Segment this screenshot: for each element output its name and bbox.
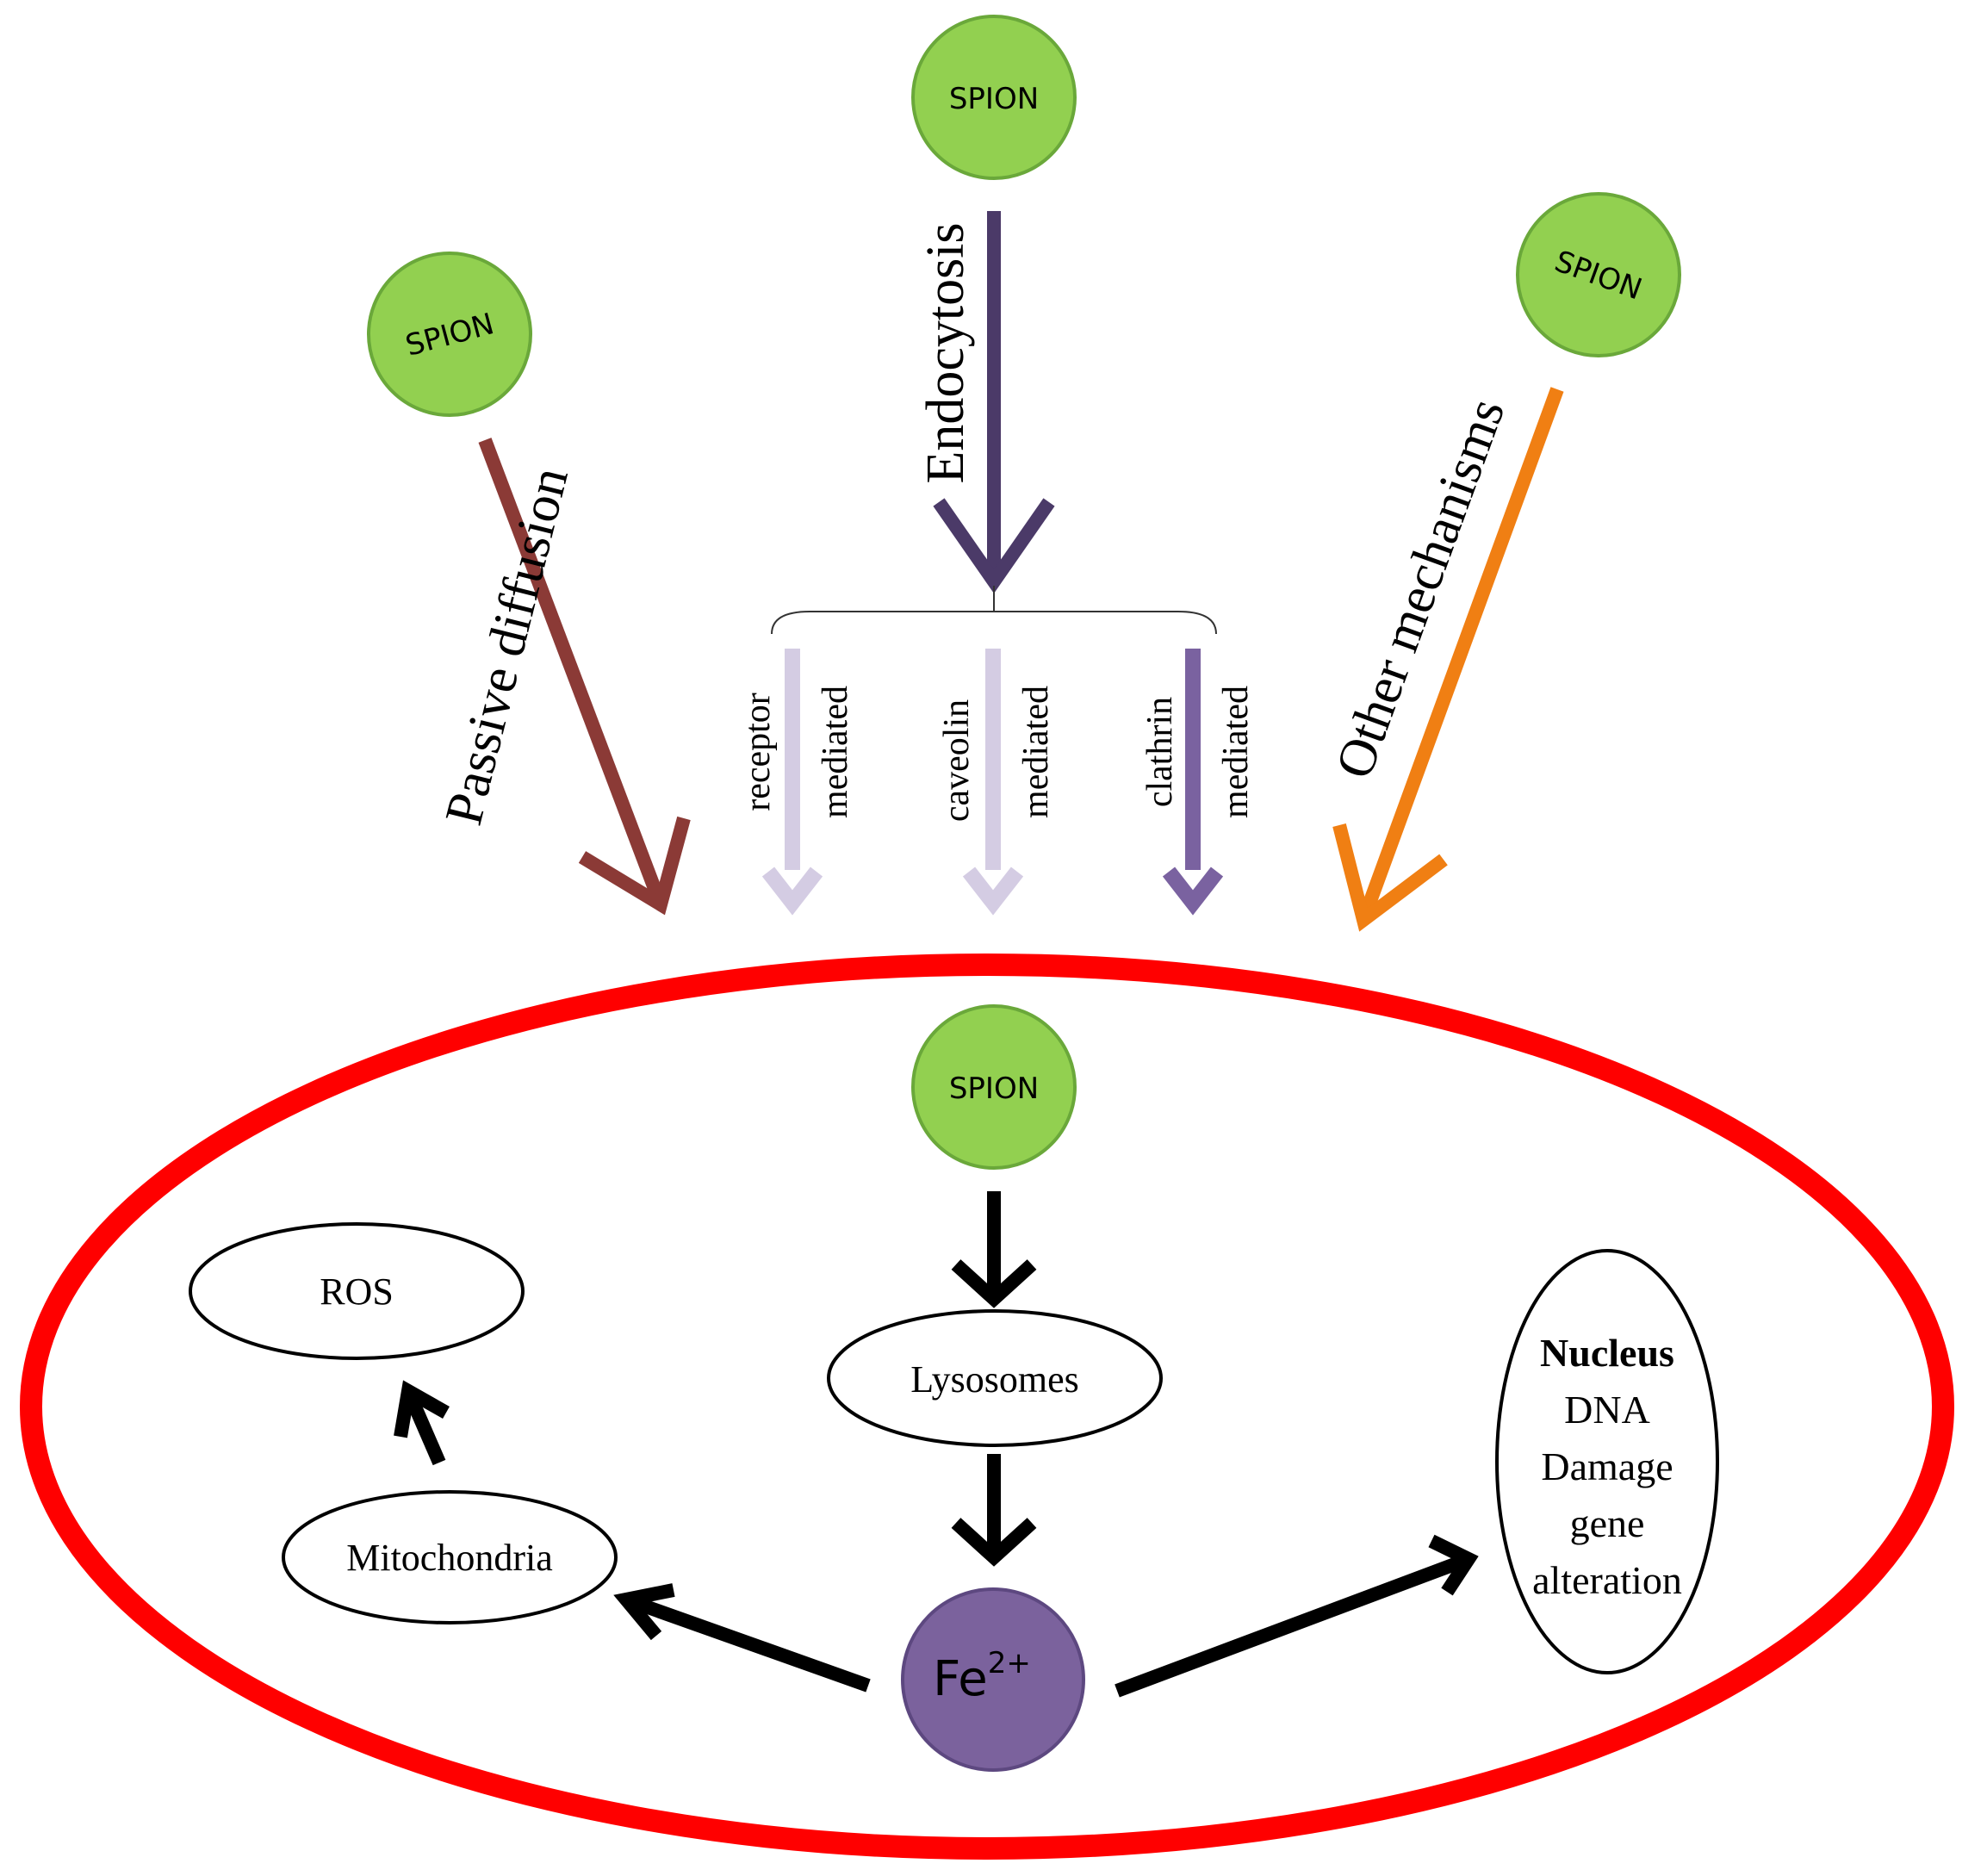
iron-to-mitochondria-arrow xyxy=(613,1583,871,1693)
nucleus-line-dna: DNA xyxy=(1564,1388,1650,1432)
arrow-head xyxy=(761,867,823,916)
caveolin-mediated-label: mediated xyxy=(1016,686,1056,818)
nucleus-title: Nucleus xyxy=(1540,1331,1674,1375)
endocytosis-bracket xyxy=(771,586,1217,635)
mitochondria-ellipse xyxy=(282,1490,618,1624)
spion-inside-cell: SPION xyxy=(911,1004,1077,1170)
spion-passive: SPION xyxy=(367,252,532,417)
iron-symbol: Fe xyxy=(933,1651,988,1707)
clathrin-mediated-label: mediated xyxy=(1216,686,1256,818)
iron-to-nucleus-arrow xyxy=(1115,1534,1479,1698)
iron-ion-node: Fe2+ xyxy=(901,1587,1085,1772)
receptor-label: receptor xyxy=(738,693,778,811)
lysosomes-node: Lysosomes xyxy=(827,1309,1163,1447)
arrow-head xyxy=(1428,1534,1479,1596)
arrow-head xyxy=(962,867,1024,916)
arrow-head xyxy=(951,1259,1037,1308)
lysosomes-label: Lysosomes xyxy=(910,1358,1079,1401)
ros-node: ROS xyxy=(189,1222,525,1360)
mitochondria-label: Mitochondria xyxy=(346,1537,553,1579)
iron-charge: 2+ xyxy=(988,1646,1031,1680)
arrow-shaft xyxy=(1357,387,1564,922)
lysosomes-ellipse xyxy=(827,1309,1163,1447)
ros-ellipse xyxy=(189,1222,525,1360)
arrow-head xyxy=(613,1583,675,1641)
arrow-shaft xyxy=(624,1593,871,1693)
spion-circle xyxy=(911,15,1077,180)
spion-label: SPION xyxy=(949,1072,1039,1106)
spion-circle xyxy=(911,1004,1077,1170)
endocytosis-label: Endocytosis xyxy=(916,222,975,483)
spion-endocytosis: SPION xyxy=(911,15,1077,180)
lysosomes-to-iron-arrow xyxy=(951,1454,1037,1567)
receptor-mediated-label: mediated xyxy=(816,686,855,818)
nucleus-line-gene: gene xyxy=(1570,1501,1645,1545)
arrow-head xyxy=(1162,867,1224,916)
arrow-shaft xyxy=(478,438,668,907)
arrow-head xyxy=(951,1518,1037,1567)
caveolin-mediated-arrow xyxy=(962,649,1024,916)
ros-label: ROS xyxy=(320,1270,394,1313)
iron-label: Fe2+ xyxy=(933,1646,1031,1707)
spion-label: SPION xyxy=(949,82,1039,116)
mitochondria-node: Mitochondria xyxy=(282,1490,618,1624)
spion-to-lysosomes-arrow xyxy=(951,1191,1037,1308)
cell-membrane xyxy=(20,954,1954,1860)
other-mechanisms-arrow xyxy=(1332,387,1564,932)
nucleus-ellipse xyxy=(1495,1249,1719,1674)
nucleus-line-damage: Damage xyxy=(1541,1444,1673,1488)
spion-circle xyxy=(367,252,532,417)
clathrin-label: clathrin xyxy=(1140,697,1180,807)
arrow-head xyxy=(933,498,1055,594)
arrow-head xyxy=(394,1380,450,1438)
nucleus-node: Nucleus DNA Damage gene alteration xyxy=(1495,1249,1719,1674)
clathrin-mediated-arrow xyxy=(1162,649,1224,916)
caveolin-label: caveolin xyxy=(937,699,977,822)
arrow-shaft xyxy=(401,1388,446,1466)
passive-diffusion-arrow xyxy=(478,438,691,916)
iron-circle xyxy=(901,1587,1085,1772)
receptor-mediated-arrow xyxy=(761,649,823,916)
arrow-shaft xyxy=(1115,1552,1471,1698)
nucleus-line-alteration: alteration xyxy=(1532,1558,1682,1602)
arrow-head xyxy=(578,816,691,916)
arrow-head xyxy=(1332,823,1448,932)
spion-circle xyxy=(1516,192,1681,357)
endocytosis-arrow xyxy=(933,211,1055,594)
mitochondria-to-ros-arrow xyxy=(394,1380,450,1466)
spion-other: SPION xyxy=(1516,192,1681,357)
